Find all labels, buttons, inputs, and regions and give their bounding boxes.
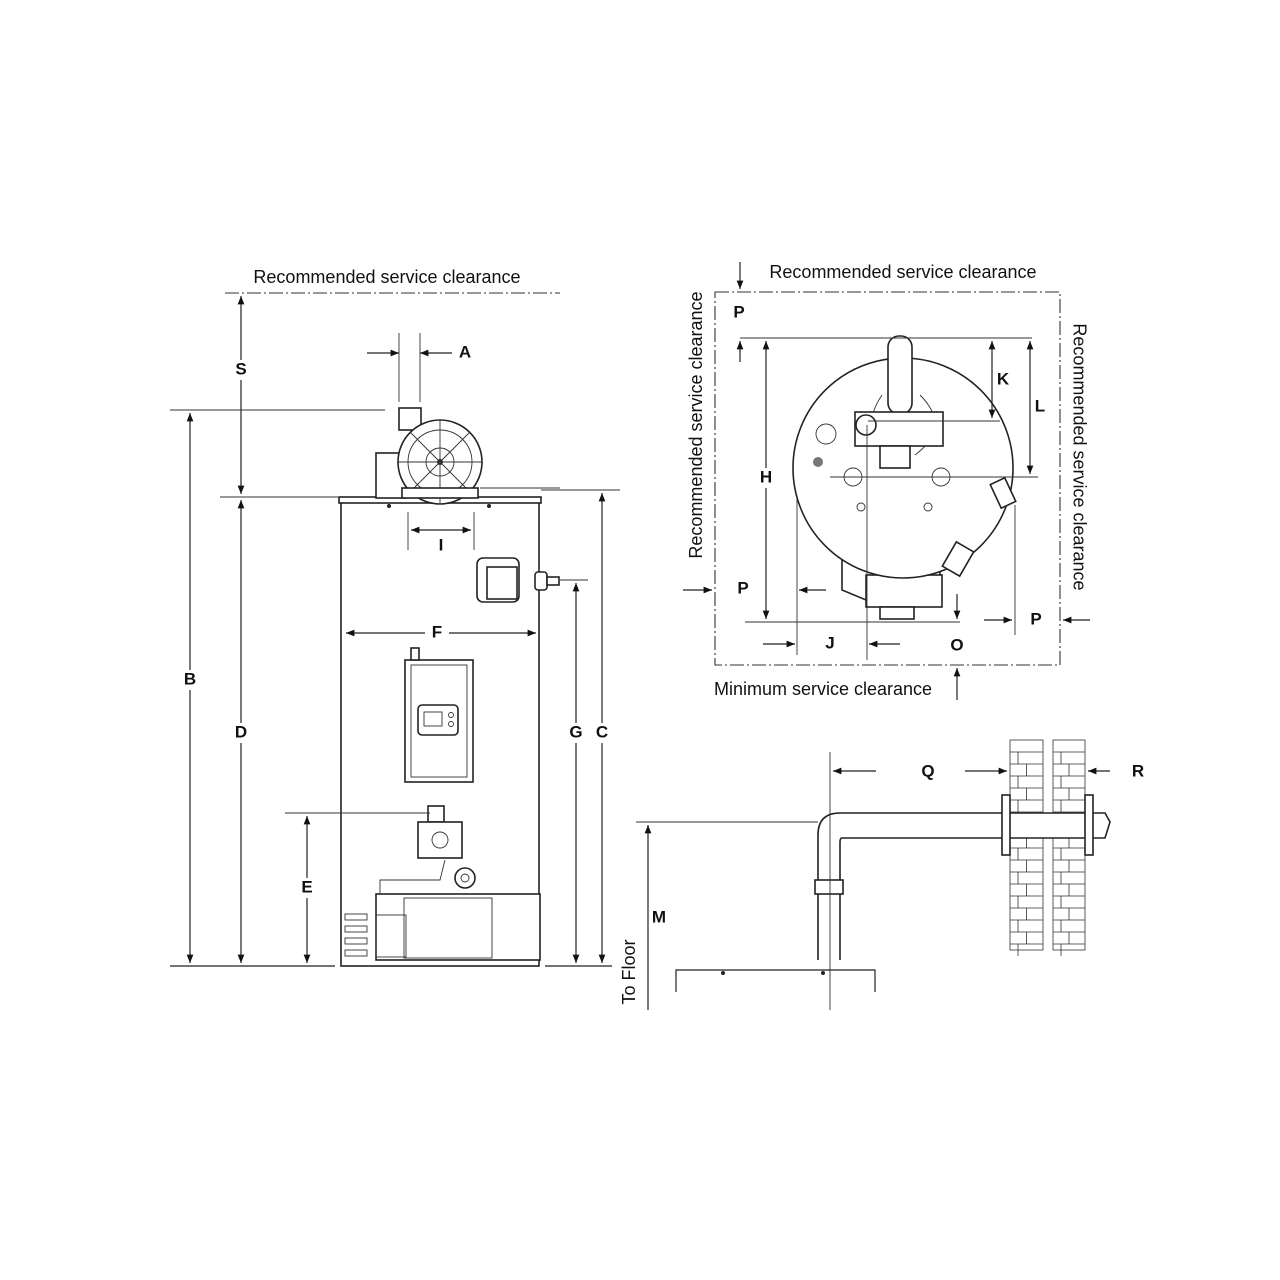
dim-label-e: E xyxy=(301,877,312,896)
heater-top-icon xyxy=(792,335,1017,620)
dim-label-a: A xyxy=(459,342,471,361)
wall-icon xyxy=(1009,739,1086,956)
dim-label-s: S xyxy=(235,359,246,378)
burner-assembly-icon xyxy=(344,859,541,961)
dim-label-c: C xyxy=(596,722,608,741)
dim-label-b: B xyxy=(184,669,196,688)
dim-label-i: I xyxy=(439,535,444,554)
side-view: Recommended service clearance xyxy=(170,267,620,967)
dim-label-p-left: P xyxy=(737,578,748,597)
dim-label-j: J xyxy=(825,633,834,652)
top-view: Recommended service clearance Recommende… xyxy=(683,262,1090,700)
dim-label-p-top: P xyxy=(733,302,744,321)
to-floor-label: To Floor xyxy=(619,939,639,1004)
top-clearance-label: Recommended service clearance xyxy=(769,262,1036,282)
vent-pipe-icon xyxy=(814,794,1111,960)
dim-label-d: D xyxy=(235,722,247,741)
bottom-clearance-label: Minimum service clearance xyxy=(714,679,932,699)
dim-label-q: Q xyxy=(921,761,934,780)
dim-label-f: F xyxy=(432,622,442,641)
dim-label-g: G xyxy=(569,722,582,741)
dim-label-p-right: P xyxy=(1030,609,1041,628)
dim-label-o: O xyxy=(950,635,963,654)
dim-label-l: L xyxy=(1035,396,1045,415)
dim-label-k: K xyxy=(997,369,1010,388)
dim-label-r: R xyxy=(1132,761,1144,780)
vent-view: Q R M To Floor xyxy=(619,739,1144,1010)
controller-icon xyxy=(404,647,474,783)
right-clearance-label: Recommended service clearance xyxy=(1069,323,1089,590)
dim-label-h: H xyxy=(760,467,772,486)
left-clearance-label: Recommended service clearance xyxy=(686,291,706,558)
gas-valve-icon xyxy=(417,805,476,889)
side-top-clearance-label: Recommended service clearance xyxy=(253,267,520,287)
blower-icon xyxy=(375,407,560,505)
dim-label-m: M xyxy=(652,907,666,926)
